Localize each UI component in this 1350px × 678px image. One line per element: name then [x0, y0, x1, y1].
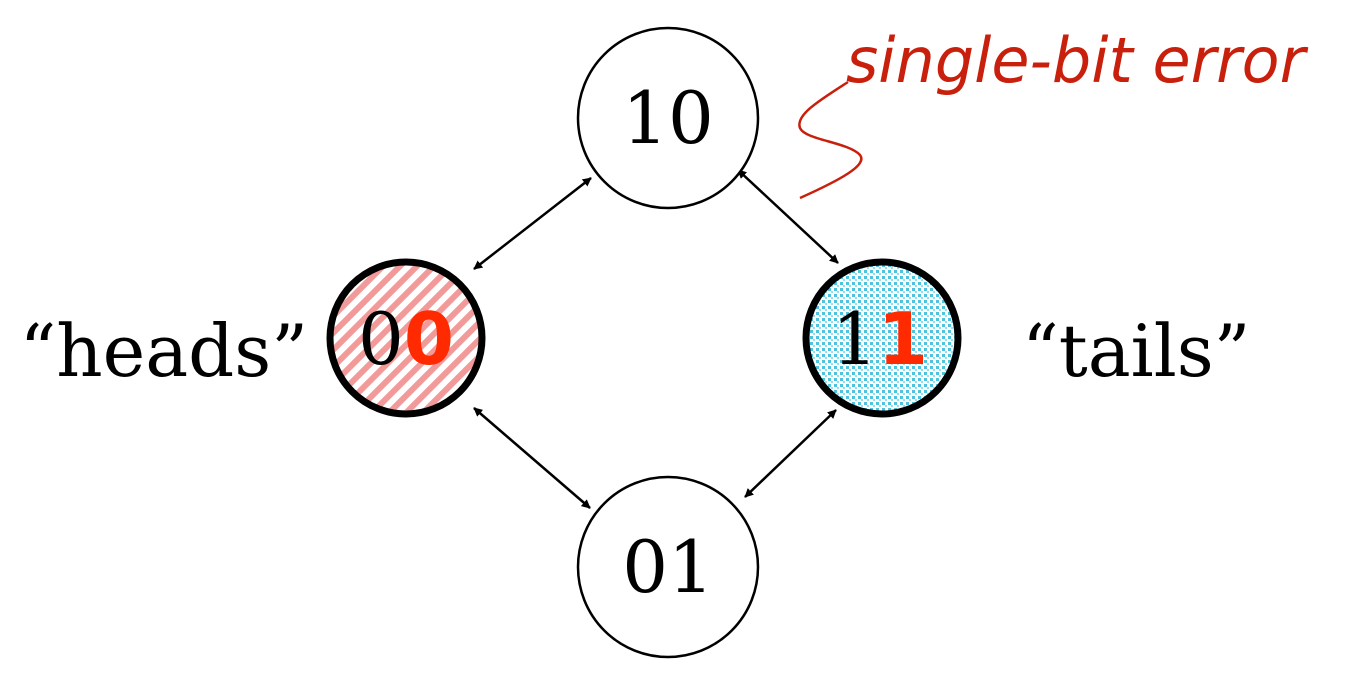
edge-right-bottom [744, 409, 837, 498]
edge-left-bottom [473, 407, 591, 509]
node-11-error-bit: 1 [878, 297, 928, 381]
node-11-tails: 11 [802, 258, 962, 418]
annotation-squiggle-line [798, 80, 863, 200]
single-bit-error-annotation: single-bit error [846, 24, 1309, 97]
edge-top-left [473, 177, 592, 270]
node-00-heads: 00 [326, 258, 486, 418]
node-10: 10 [576, 26, 760, 210]
node-11-plain-bit: 1 [832, 297, 878, 381]
node-00-error-bit: 0 [404, 297, 454, 381]
node-01-label: 01 [622, 525, 714, 609]
tails-label: “tails” [1022, 309, 1250, 393]
node-11-text: 11 [832, 297, 928, 381]
node-00-text: 00 [358, 297, 454, 381]
node-00-plain-bit: 0 [358, 297, 404, 381]
heads-label: “heads” [19, 309, 308, 393]
node-01: 01 [576, 475, 760, 659]
edge-top-right [737, 169, 839, 264]
node-10-label: 10 [622, 76, 714, 160]
